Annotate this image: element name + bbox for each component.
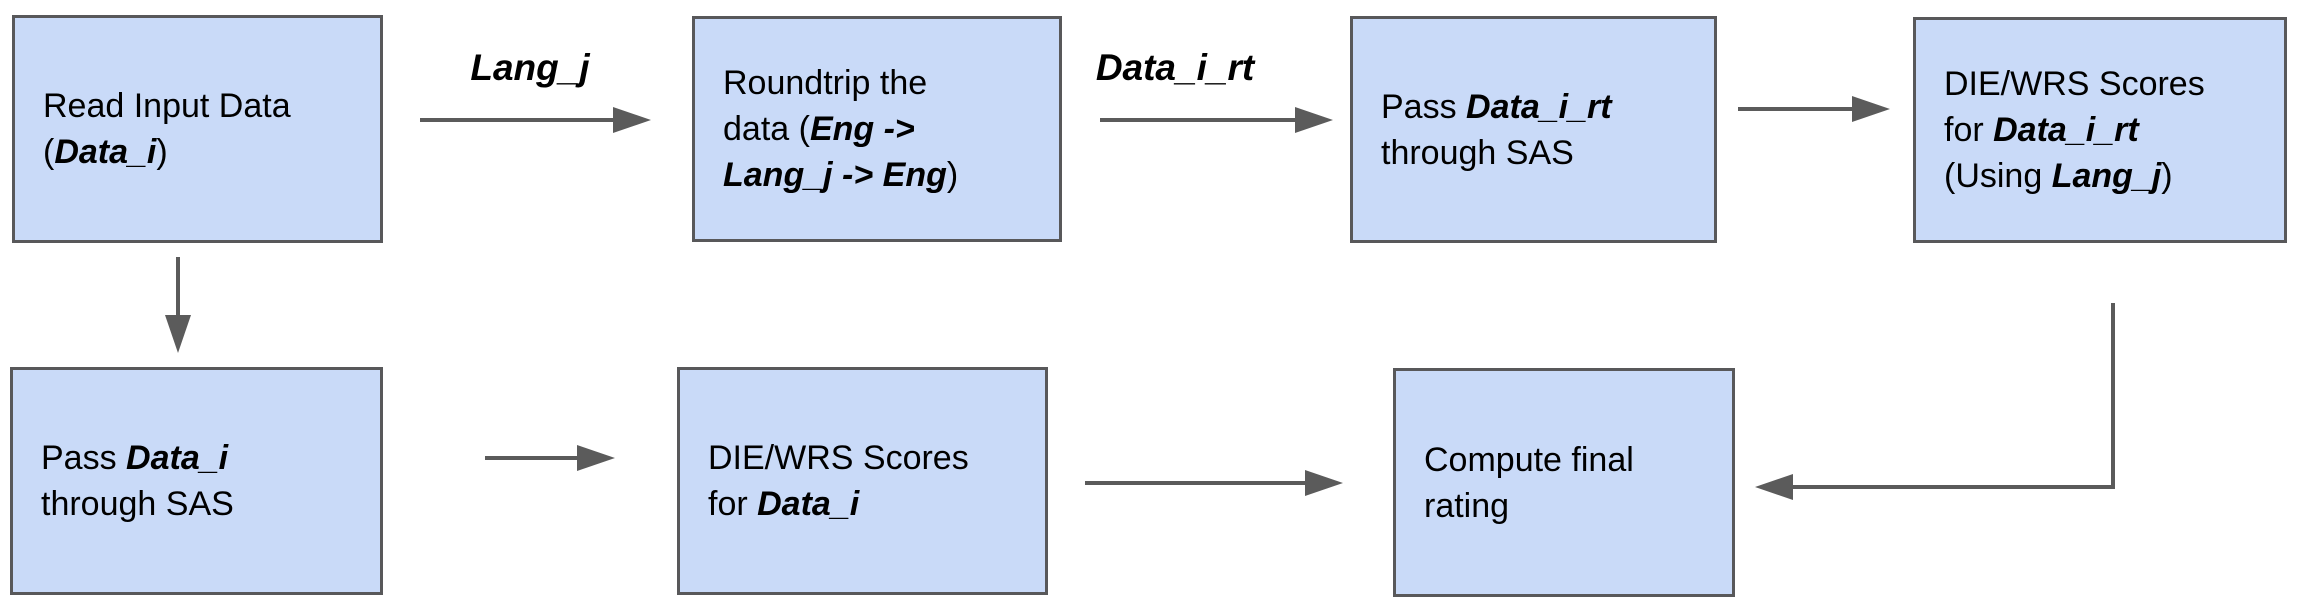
variable-text: Lang_j -> Eng [723, 156, 947, 194]
node-text-line: for Data_i [708, 481, 1027, 527]
edge-label-lang-j: Lang_j [470, 47, 590, 88]
text-segment: DIE/WRS Scores [708, 439, 969, 477]
node-scores-data-i: DIE/WRS Scores for Data_i [677, 367, 1048, 595]
arrow-scores-rt-to-final-horizontal-line [1793, 485, 2113, 489]
arrow-pass-rt-to-scores-line [1738, 107, 1854, 111]
text-segment: Pass [1381, 87, 1467, 126]
arrow-data-i-rt-line [1100, 118, 1297, 122]
node-compute-final-rating: Compute final rating [1393, 368, 1735, 597]
node-text-line: Pass Data_i_rt [1381, 84, 1696, 130]
node-pass-data-i-rt-sas: Pass Data_i_rt through SAS [1350, 16, 1717, 243]
text-segment: ) [156, 133, 168, 171]
variable-text: Eng -> [809, 110, 915, 148]
text-segment: for [1944, 111, 1994, 149]
text-segment: (Using [1944, 157, 2052, 195]
node-text-line: (Data_i) [43, 129, 362, 175]
text-segment: Compute final [1424, 440, 1634, 479]
arrow-scores-rt-to-final-head-icon [1755, 474, 1793, 500]
variable-text: Data_i [54, 133, 157, 171]
variable-text: Data_i [757, 485, 860, 523]
node-text-line: data (Eng -> [723, 106, 1041, 152]
variable-text: Lang_j [2051, 157, 2162, 195]
text-segment: DIE/WRS Scores [1944, 65, 2205, 103]
variable-text: Data_i [126, 439, 229, 477]
node-read-input-data: Read Input Data (Data_i) [12, 15, 383, 243]
node-text-line: rating [1424, 483, 1714, 529]
node-text-line: DIE/WRS Scores [708, 435, 1027, 481]
variable-text: Data_i_rt [1466, 87, 1612, 126]
text-segment: through SAS [41, 485, 234, 523]
arrow-lang-j-head-icon [613, 107, 651, 133]
arrow-pass-to-scores-line [485, 456, 579, 460]
node-text-line: Lang_j -> Eng) [723, 152, 1041, 198]
text-segment: data ( [723, 110, 810, 148]
arrow-read-to-pass-line [176, 257, 180, 317]
node-roundtrip-data: Roundtrip the data (Eng -> Lang_j -> Eng… [692, 16, 1062, 242]
text-segment: ) [946, 156, 959, 194]
text-segment: ( [43, 133, 55, 171]
node-text-line: Read Input Data [43, 83, 362, 129]
node-text-line: Pass Data_i [41, 435, 362, 481]
node-text-line: for Data_i_rt [1944, 107, 2266, 153]
arrow-scores-to-final-line [1085, 481, 1307, 485]
node-text-line: DIE/WRS Scores [1944, 61, 2266, 107]
text-segment: Roundtrip the [723, 64, 928, 102]
text-segment: rating [1424, 486, 1510, 525]
node-scores-data-i-rt: DIE/WRS Scores for Data_i_rt (Using Lang… [1913, 17, 2287, 243]
text-segment: through SAS [1381, 133, 1574, 172]
arrow-read-to-pass-head-icon [165, 315, 191, 353]
text-segment: for [708, 485, 758, 523]
node-pass-data-i-sas: Pass Data_i through SAS [10, 367, 383, 595]
node-text-line: (Using Lang_j) [1944, 153, 2266, 199]
arrow-lang-j-line [420, 118, 615, 122]
arrow-data-i-rt-head-icon [1295, 107, 1333, 133]
text-segment: Read Input Data [43, 87, 291, 125]
arrow-scores-to-final-head-icon [1305, 470, 1343, 496]
edge-label-data-i-rt: Data_i_rt [1095, 47, 1255, 88]
node-text-line: Compute final [1424, 437, 1714, 483]
variable-text: Data_i_rt [1993, 111, 2139, 149]
node-text-line: through SAS [41, 481, 362, 527]
text-segment: Pass [41, 439, 127, 477]
arrow-pass-rt-to-scores-head-icon [1852, 96, 1890, 122]
node-text-line: through SAS [1381, 130, 1696, 176]
text-segment: ) [2161, 157, 2173, 195]
arrow-scores-rt-to-final-vertical-line [2111, 303, 2115, 489]
node-text-line: Roundtrip the [723, 60, 1041, 106]
arrow-pass-to-scores-head-icon [577, 445, 615, 471]
